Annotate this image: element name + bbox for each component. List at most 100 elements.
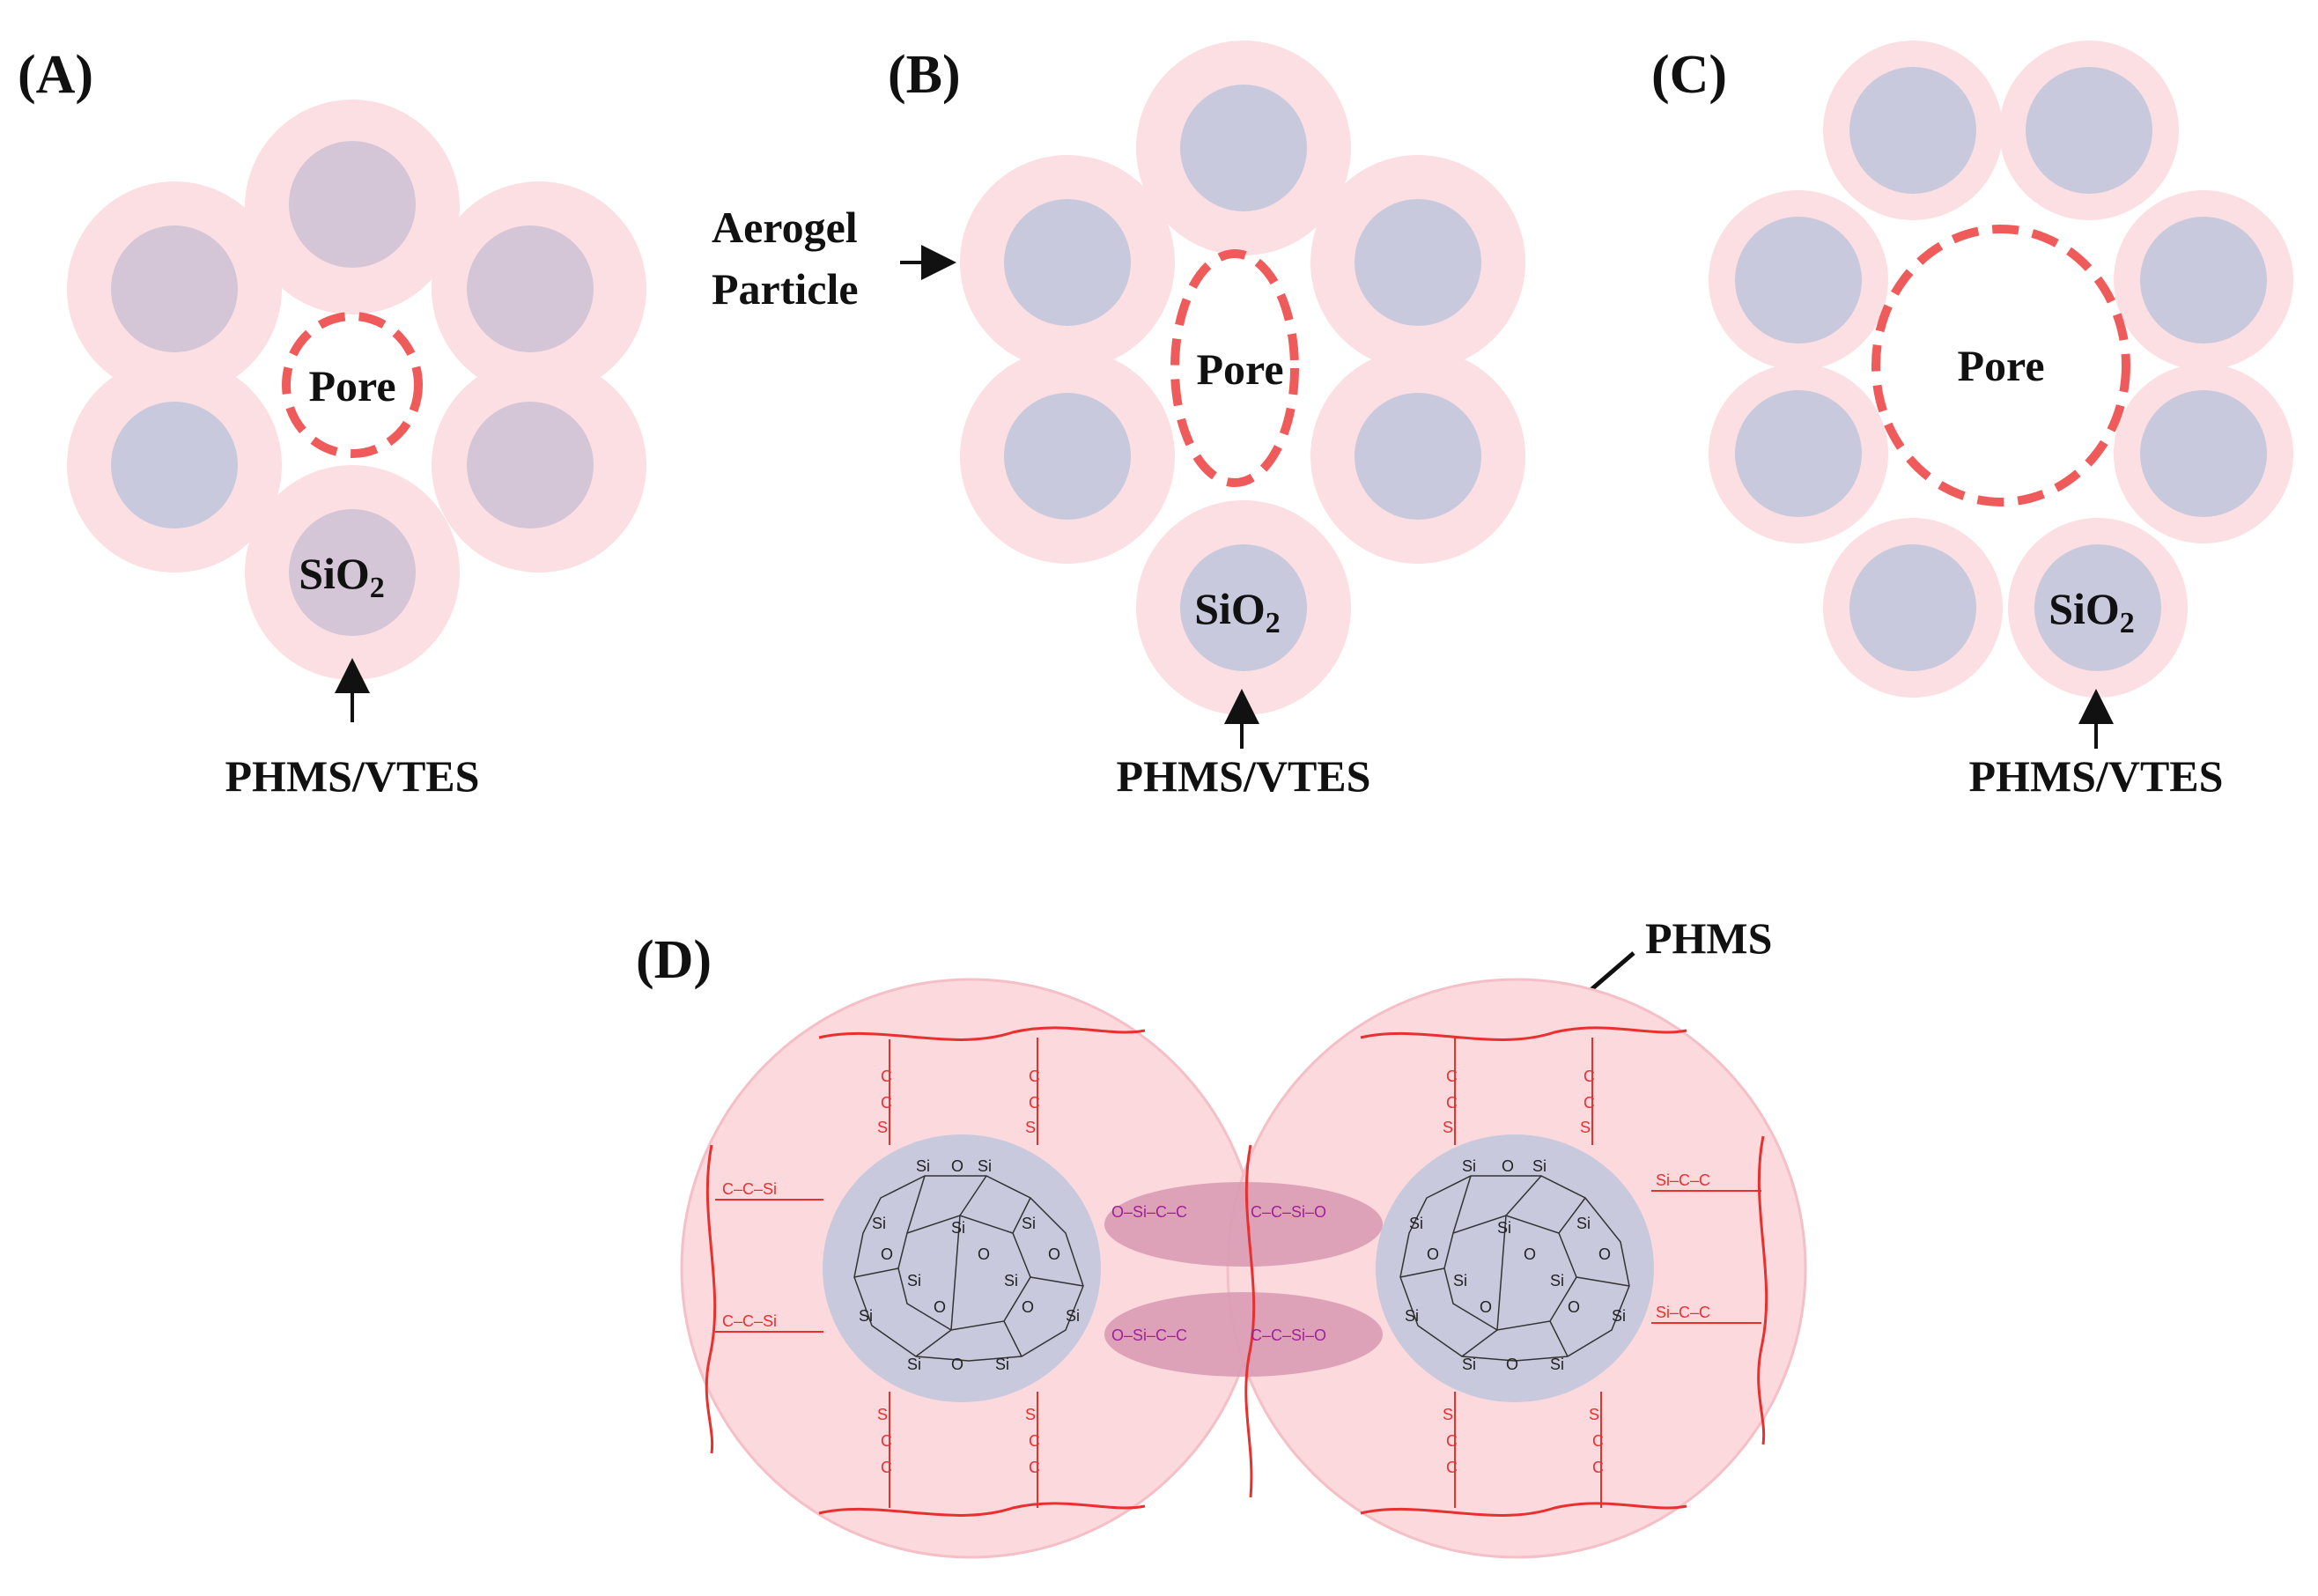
panel-b-particle-label-1: Aerogel (712, 203, 858, 252)
svg-text:O–Si–C–C: O–Si–C–C (1111, 1326, 1187, 1344)
panel-d-right-silica-atoms: Si Si Si Si Si Si Si Si Si Si Si O O O O… (1405, 1157, 1626, 1373)
panel-b-particle-label-2: Particle (712, 264, 859, 314)
panel-d-purple-chem-labels: O–Si–C–C C–C–Si–O O–Si–C–C C–C–Si–O (1111, 1203, 1326, 1344)
panel-d-left-silica-network (853, 1175, 1084, 1362)
panel-a-shell-label: PHMS/VTES (225, 751, 480, 801)
svg-text:O: O (1598, 1245, 1611, 1263)
panel-d-upper-link-blob (1104, 1182, 1383, 1267)
panel-b-pore-outline (1170, 249, 1299, 487)
svg-text:Si: Si (1462, 1356, 1476, 1373)
svg-text:Si: Si (995, 1356, 1009, 1373)
svg-text:C: C (1592, 1432, 1604, 1450)
svg-text:C–C–Si–O: C–C–Si–O (1251, 1203, 1326, 1221)
svg-text:O: O (1502, 1157, 1514, 1175)
svg-text:O: O (1568, 1298, 1580, 1316)
panel-d-lower-link-blob (1104, 1292, 1383, 1377)
panel-d-right-silica-network (1399, 1175, 1630, 1362)
panel-d-red-chem-labels: C C Si C C Si C–C–Si C–C–Si Si C C Si C … (722, 1068, 1710, 1476)
svg-text:Si: Si (1589, 1406, 1603, 1423)
svg-text:C: C (881, 1459, 892, 1476)
panel-d-label: (D) (636, 930, 712, 990)
panel-b-label: (B) (888, 45, 961, 105)
svg-text:C: C (881, 1432, 892, 1450)
panel-c-cores (1735, 67, 2267, 671)
panel-d-left-silica-core (823, 1134, 1101, 1402)
panel-c-pore-outline (1871, 225, 2130, 506)
svg-text:Si: Si (978, 1157, 992, 1175)
panel-d-side-chains (715, 1038, 1761, 1508)
svg-text:C: C (1446, 1432, 1458, 1450)
panel-d-left-silica-atoms: Si Si Si Si Si Si Si Si Si Si Si O O O O… (859, 1157, 1080, 1373)
svg-text:C: C (881, 1094, 892, 1112)
panel-c-sio2-label: SiO2 (2049, 584, 2135, 639)
panel-b: (B) Pore SiO2 PHMS/VTES Aerogel Particle (712, 41, 1525, 801)
panel-c: (C) Pore SiO2 PHMS/VTES (1651, 41, 2293, 801)
svg-text:C: C (1029, 1432, 1040, 1450)
svg-text:Si: Si (1025, 1119, 1039, 1136)
svg-text:Si: Si (907, 1356, 921, 1373)
svg-text:Si: Si (1550, 1272, 1564, 1289)
panel-d: (D) PHMS (636, 913, 1807, 1559)
svg-text:O: O (1506, 1356, 1518, 1373)
svg-text:O: O (1427, 1245, 1439, 1263)
svg-text:Si: Si (1409, 1215, 1423, 1232)
svg-text:Si: Si (1462, 1157, 1476, 1175)
svg-text:Si: Si (877, 1119, 891, 1136)
panel-b-shell-label: PHMS/VTES (1117, 751, 1371, 801)
svg-text:C: C (1592, 1459, 1604, 1476)
panel-a: (A) Pore SiO2 PHMS/VTES (18, 45, 646, 801)
svg-text:Si: Si (1022, 1215, 1036, 1232)
svg-text:O–Si–C–C: O–Si–C–C (1111, 1203, 1187, 1221)
svg-text:C–C–Si: C–C–Si (722, 1180, 777, 1198)
panel-b-cores (1004, 85, 1481, 671)
svg-text:O: O (881, 1245, 893, 1263)
svg-text:C: C (1029, 1068, 1040, 1085)
svg-text:Si: Si (1004, 1272, 1018, 1289)
panel-a-cores (111, 141, 594, 636)
svg-text:C: C (881, 1068, 892, 1085)
svg-text:O: O (1048, 1245, 1060, 1263)
svg-text:O: O (951, 1356, 963, 1373)
svg-text:Si: Si (877, 1406, 891, 1423)
panel-b-pore-label: Pore (1196, 344, 1283, 394)
panel-d-phms-label: PHMS (1645, 913, 1772, 963)
panel-a-pore-outline (282, 312, 423, 458)
svg-text:C: C (1446, 1459, 1458, 1476)
svg-text:Si–C–C: Si–C–C (1656, 1171, 1710, 1189)
svg-text:O: O (1480, 1298, 1492, 1316)
svg-text:Si: Si (1532, 1157, 1547, 1175)
panel-a-label: (A) (18, 45, 93, 105)
svg-text:C: C (1446, 1094, 1458, 1112)
svg-text:O: O (934, 1298, 946, 1316)
svg-text:O: O (951, 1157, 963, 1175)
panel-b-sio2-label: SiO2 (1194, 584, 1281, 639)
svg-text:Si: Si (1025, 1406, 1039, 1423)
svg-text:Si: Si (907, 1272, 921, 1289)
svg-text:C: C (1029, 1459, 1040, 1476)
svg-text:Si: Si (1453, 1272, 1467, 1289)
svg-text:C: C (1029, 1094, 1040, 1112)
panel-a-pore-label: Pore (308, 361, 395, 410)
svg-text:C–C–Si: C–C–Si (722, 1312, 777, 1330)
svg-text:Si: Si (1066, 1307, 1080, 1325)
panel-c-label: (C) (1651, 45, 1727, 105)
svg-text:Si: Si (951, 1219, 965, 1237)
svg-text:Si–C–C: Si–C–C (1656, 1304, 1710, 1321)
svg-text:Si: Si (1550, 1356, 1564, 1373)
svg-text:Si: Si (916, 1157, 930, 1175)
svg-text:Si: Si (859, 1307, 873, 1325)
svg-text:Si: Si (1405, 1307, 1419, 1325)
svg-text:Si: Si (872, 1215, 886, 1232)
svg-text:Si: Si (1443, 1406, 1457, 1423)
svg-text:Si: Si (1612, 1307, 1626, 1325)
panel-d-right-silica-core (1376, 1134, 1654, 1402)
svg-text:C: C (1446, 1068, 1458, 1085)
panel-c-pore-label: Pore (1957, 341, 2044, 390)
svg-text:Si: Si (1576, 1215, 1591, 1232)
svg-text:O: O (978, 1245, 990, 1263)
panel-c-shell-label: PHMS/VTES (1969, 751, 2224, 801)
svg-text:O: O (1524, 1245, 1536, 1263)
panel-a-sio2-label: SiO2 (299, 549, 385, 604)
svg-text:Si: Si (1443, 1119, 1457, 1136)
